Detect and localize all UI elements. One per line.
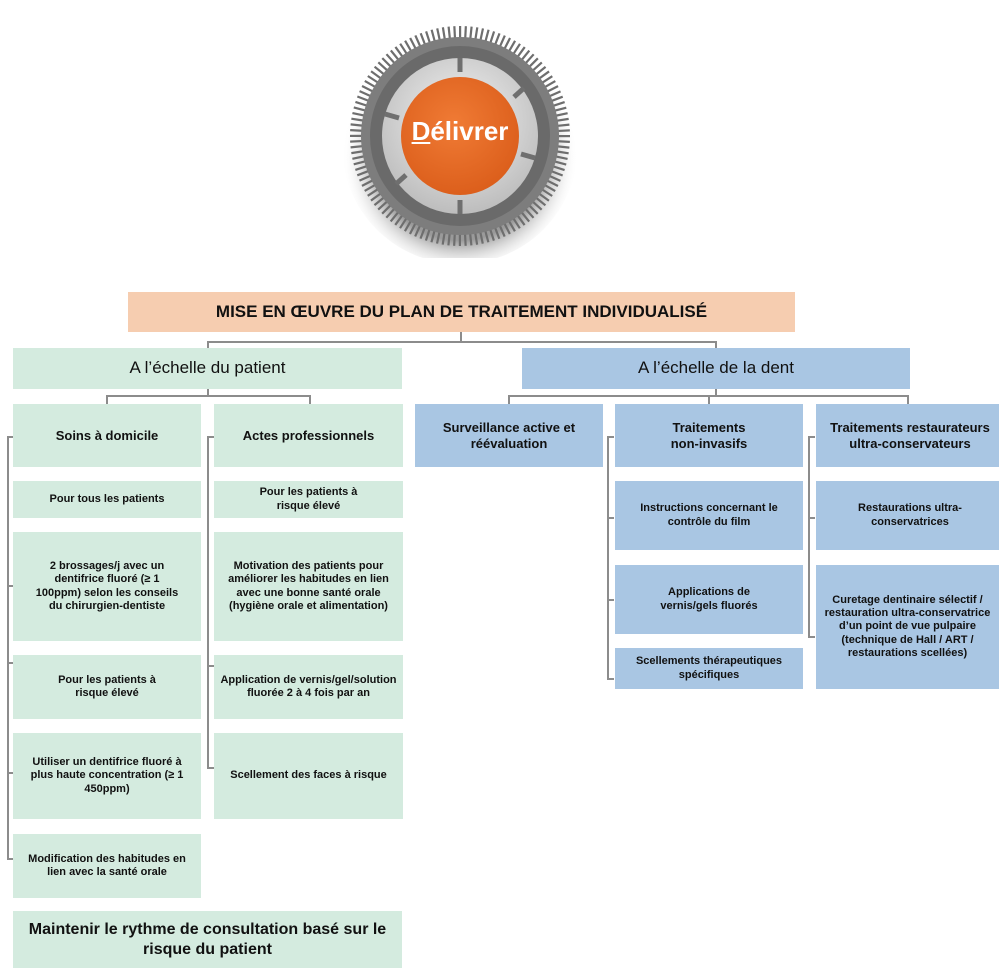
active-surveillance-header: Surveillance active et réévaluation — [415, 404, 603, 467]
pro-item-sealing: Scellement des faces à risque — [214, 733, 403, 819]
professional-acts-header: Actes professionnels — [214, 404, 403, 467]
gear-graphic — [342, 26, 578, 258]
badge-label-rest: élivrer — [430, 116, 509, 146]
pro-item-motivation: Motivation des patients pour améliorer l… — [214, 532, 403, 641]
patient-level-header: A l’échelle du patient — [13, 348, 402, 389]
noninvasive-item-sealants: Scellements thérapeutiques spécifiques — [615, 648, 803, 689]
home-item-habits: Modification des habitudes en lien avec … — [13, 834, 201, 898]
consultation-rhythm-footer: Maintenir le rythme de consultation basé… — [13, 911, 402, 968]
home-item-high-concentration: Utiliser un dentifrice fluoré à plus hau… — [13, 733, 201, 819]
noninvasive-item-film-control: Instructions concernant le contrôle du f… — [615, 481, 803, 550]
restorative-item-curettage: Curetage dentinaire sélectif / restaurat… — [816, 565, 999, 689]
home-item-brushing: 2 brossages/j avec un dentifrice fluoré … — [13, 532, 201, 641]
badge-label: Délivrer — [340, 116, 580, 147]
noninvasive-item-varnish: Applications de vernis/gels fluorés — [615, 565, 803, 634]
restorative-header: Traitements restaurateurs ultra-conserva… — [816, 404, 999, 467]
home-item-all-patients: Pour tous les patients — [13, 481, 201, 518]
main-title: MISE EN ŒUVRE DU PLAN DE TRAITEMENT INDI… — [128, 292, 795, 332]
home-item-high-risk: Pour les patients à risque élevé — [13, 655, 201, 719]
pro-item-varnish: Application de vernis/gel/solution fluor… — [214, 655, 403, 719]
badge-label-initial: D — [411, 116, 431, 146]
tooth-level-header: A l’échelle de la dent — [522, 348, 910, 389]
non-invasive-header: Traitements non-invasifs — [615, 404, 803, 467]
restorative-item-ultra-conservative: Restaurations ultra-conservatrices — [816, 481, 999, 550]
home-care-header: Soins à domicile — [13, 404, 201, 467]
pro-item-high-risk: Pour les patients à risque élevé — [214, 481, 403, 518]
